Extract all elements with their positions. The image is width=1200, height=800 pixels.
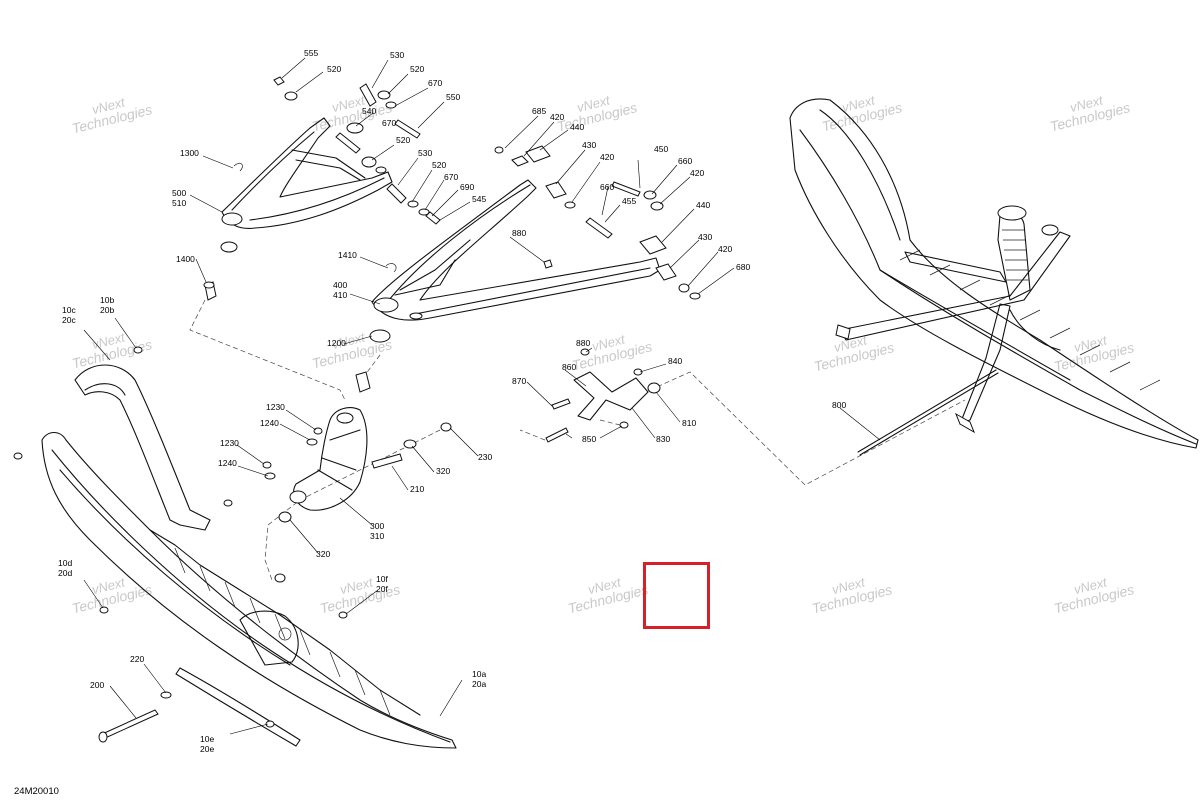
part-callout-530b: 530 <box>418 148 432 158</box>
part-callout-830: 830 <box>656 434 670 444</box>
part-callout-1400: 1400 <box>176 254 195 264</box>
part-callout-850: 850 <box>582 434 596 444</box>
part-callout-220: 220 <box>130 654 144 664</box>
part-callout-660a: 660 <box>678 156 692 166</box>
diagram-code: 24M20010 <box>14 786 59 797</box>
part-callout-520c: 520 <box>396 135 410 145</box>
part-callout-810: 810 <box>682 418 696 428</box>
part-callout-860: 860 <box>562 362 576 372</box>
part-labels: 5555205305206705505406705205305206706905… <box>58 48 846 754</box>
stabilizer-link <box>545 348 661 443</box>
part-callout-1200: 1200 <box>327 338 346 348</box>
part-callout-420d: 420 <box>718 244 732 254</box>
part-callout-420c: 420 <box>690 168 704 178</box>
part-callout-530a: 530 <box>390 50 404 60</box>
part-callout-210: 210 <box>410 484 424 494</box>
part-callout-1230b: 1230 <box>220 438 239 448</box>
part-callout-690: 690 <box>460 182 474 192</box>
part-callout-880a: 880 <box>512 228 526 238</box>
part-callout-520b: 520 <box>410 64 424 74</box>
part-callout-320a: 320 <box>436 466 450 476</box>
part-callout-550: 550 <box>446 92 460 102</box>
part-callout-520a: 520 <box>327 64 341 74</box>
part-callout-430b: 430 <box>698 232 712 242</box>
part-callout-545: 545 <box>472 194 486 204</box>
part-callout-670a: 670 <box>428 78 442 88</box>
part-callout-1300: 1300 <box>180 148 199 158</box>
assembly-guide-lines <box>189 299 966 581</box>
part-callout-440b: 440 <box>696 200 710 210</box>
leader-lines <box>83 57 881 735</box>
highlight-selection-box[interactable] <box>643 562 710 629</box>
part-callout-1230a: 1230 <box>266 402 285 412</box>
part-callout-800: 800 <box>832 400 846 410</box>
part-callout-440a: 440 <box>570 122 584 132</box>
upper-a-arm <box>203 76 441 301</box>
part-callout-670c: 670 <box>444 172 458 182</box>
part-callout-455: 455 <box>622 196 636 206</box>
part-callout-880b: 880 <box>576 338 590 348</box>
part-callout-320b: 320 <box>316 549 330 559</box>
part-callout-685: 685 <box>532 106 546 116</box>
ski-left <box>13 346 457 749</box>
part-callout-1240b: 1240 <box>218 458 237 468</box>
part-callout-200: 200 <box>90 680 104 690</box>
part-callout-520d: 520 <box>432 160 446 170</box>
part-callout-555: 555 <box>304 48 318 58</box>
part-callout-230: 230 <box>478 452 492 462</box>
lower-a-arm <box>355 145 701 393</box>
part-callout-450: 450 <box>654 144 668 154</box>
part-callout-680: 680 <box>736 262 750 272</box>
part-callout-870: 870 <box>512 376 526 386</box>
part-callout-670b: 670 <box>382 118 396 128</box>
part-callout-420a: 420 <box>550 112 564 122</box>
ski-assembly-right <box>789 98 1199 456</box>
part-callout-660b: 660 <box>600 182 614 192</box>
part-callout-540: 540 <box>362 106 376 116</box>
part-callout-1410: 1410 <box>338 250 357 260</box>
part-callout-1240a: 1240 <box>260 418 279 428</box>
part-callout-420b: 420 <box>600 152 614 162</box>
part-callout-430a: 430 <box>582 140 596 150</box>
part-callout-840: 840 <box>668 356 682 366</box>
spindle-knuckle <box>262 407 452 523</box>
